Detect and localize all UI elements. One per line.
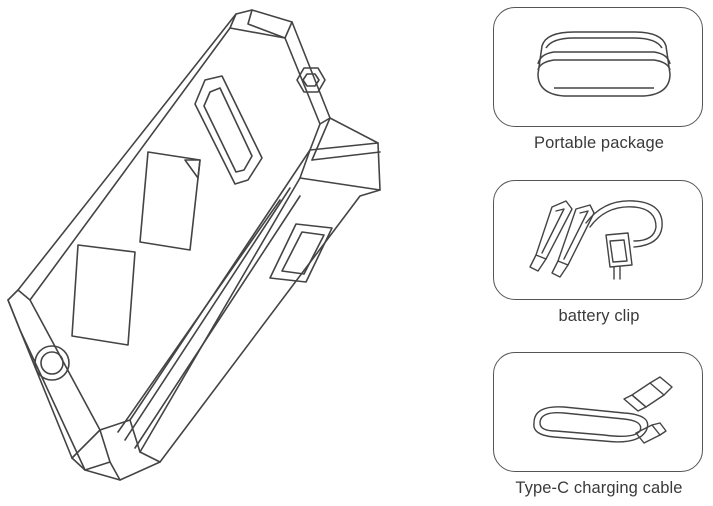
accessory-caption: battery clip: [558, 307, 640, 325]
accessory-frame: [493, 7, 703, 127]
accessory-caption: Type-C charging cable: [515, 479, 683, 497]
battery-clip-icon: [529, 200, 663, 280]
usb-c-cable-icon: [533, 376, 673, 444]
jump-starter-icon: [7, 9, 381, 481]
carrying-case-icon: [537, 31, 671, 97]
accessory-portable-package: Portable package: [493, 7, 705, 153]
accessory-battery-clip: battery clip: [493, 180, 705, 326]
accessory-type-c-cable: Type-C charging cable: [493, 352, 705, 498]
accessory-frame: [493, 180, 703, 300]
accessory-caption: Portable package: [533, 134, 665, 152]
jump-starter-device-illustration: [7, 9, 381, 481]
accessory-frame: [493, 352, 703, 472]
